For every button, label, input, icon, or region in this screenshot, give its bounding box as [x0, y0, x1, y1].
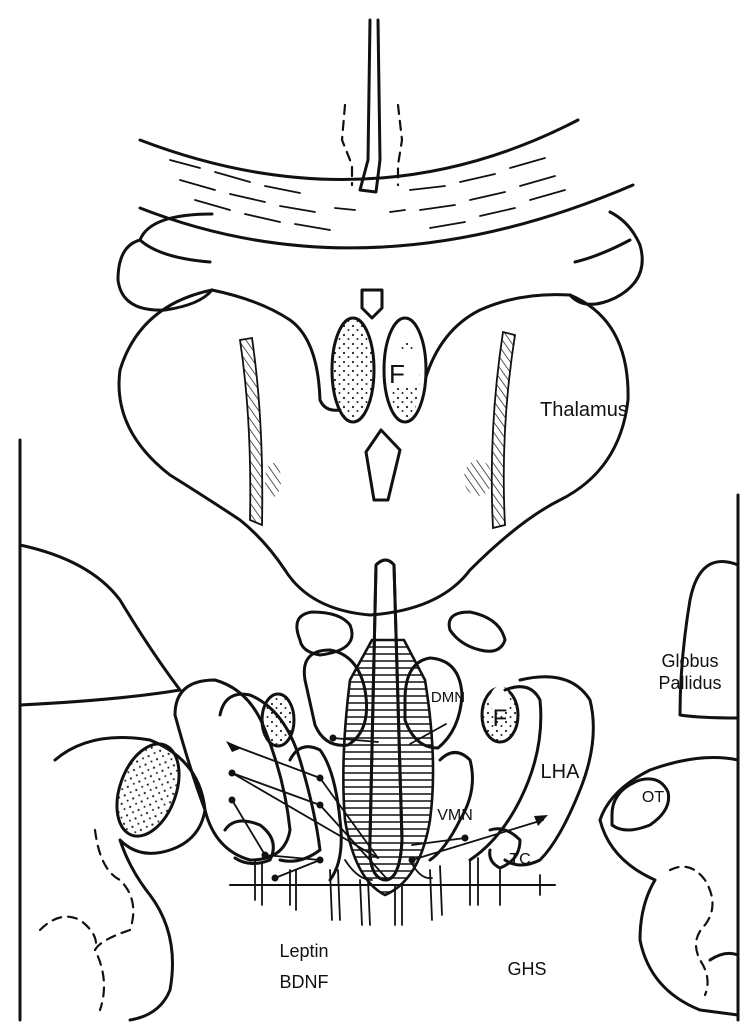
fornix-upper-label: F	[389, 359, 405, 389]
pointer-left-icon	[226, 741, 242, 752]
lha-label: LHA	[541, 761, 581, 783]
left-outer-structures	[20, 440, 205, 1020]
globus-pallidus-label-line1: Globus	[661, 651, 718, 671]
ghs-label: GHS	[507, 959, 546, 979]
right-outer-structures	[600, 495, 738, 1020]
dmn-label: DMN	[431, 689, 465, 706]
leptin-label: Leptin	[279, 941, 328, 961]
upper-fornix-columns	[332, 318, 426, 422]
left-hypothalamic-nuclei	[175, 612, 367, 880]
thalamus-label: Thalamus	[540, 399, 628, 421]
pointer-right-icon	[534, 815, 548, 826]
vmn-label: VMN	[437, 807, 473, 824]
tc-label: TC	[509, 851, 530, 868]
right-caudate	[570, 212, 642, 304]
thalamus-body	[119, 290, 628, 615]
corpus-callosum	[140, 120, 633, 248]
globus-pallidus-label-line2: Pallidus	[658, 673, 721, 693]
ot-label: OT	[642, 789, 664, 806]
midline-septum	[342, 20, 402, 192]
fornix-lower-label: F	[493, 705, 508, 732]
bdnf-label: BDNF	[280, 972, 329, 992]
